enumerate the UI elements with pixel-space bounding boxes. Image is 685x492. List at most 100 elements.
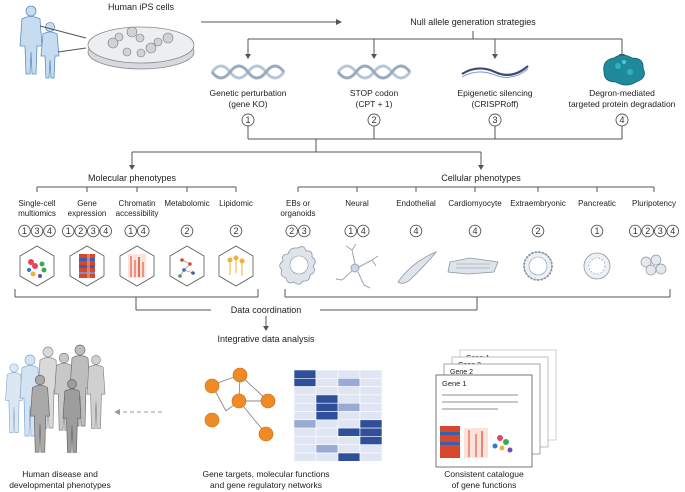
cellular-item-1-number-2: 3 — [298, 224, 311, 238]
expression-heatmap-icon — [79, 254, 95, 278]
svg-text:1: 1 — [22, 226, 27, 236]
matrix-cell — [315, 386, 339, 396]
multiomics-scatter-icon — [27, 259, 47, 278]
matrix-cell — [359, 452, 383, 462]
cellular-label-1b: organoids — [280, 209, 315, 218]
cardiomyocyte-icon — [447, 257, 499, 275]
cellular-item-4-number-1: 4 — [468, 224, 482, 238]
molecular-label-3a: Chromatin — [119, 199, 156, 208]
molecular-item-2-number-3: 3 — [86, 224, 100, 238]
svg-text:1: 1 — [245, 115, 250, 125]
disease-label-1: Human disease and — [22, 469, 98, 479]
degron-protein-icon — [603, 54, 645, 86]
molecular-item-1-number-1: 1 — [18, 224, 31, 238]
integrative-analysis-label: Integrative data analysis — [217, 334, 315, 344]
matrix-cell — [315, 369, 339, 379]
coordination-lines — [14, 289, 671, 331]
lipid-icon — [227, 255, 245, 276]
matrix-cell — [315, 444, 339, 454]
molecular-item-2-number-4: 4 — [99, 224, 112, 238]
ips-cells-label: Human iPS cells — [108, 2, 175, 12]
svg-text:2: 2 — [78, 226, 83, 236]
svg-text:3: 3 — [91, 226, 96, 236]
matrix-cell — [359, 386, 383, 396]
cellular-label-2: Neural — [345, 199, 369, 208]
molecular-item-3-number-2: 4 — [136, 224, 150, 238]
strategy-2-line2: (CPT + 1) — [356, 99, 393, 109]
matrix-cell — [293, 369, 317, 379]
molecular-label-1a: Single-cell — [19, 199, 56, 208]
svg-text:4: 4 — [141, 226, 146, 236]
endothelial-cell-icon — [397, 251, 438, 284]
strategy-1-line1: Genetic perturbation — [209, 88, 286, 98]
svg-text:1: 1 — [633, 226, 638, 236]
svg-text:4: 4 — [47, 226, 52, 236]
matrix-cell — [315, 419, 339, 429]
organoid-icon — [279, 246, 316, 285]
svg-text:4: 4 — [103, 226, 108, 236]
molecular-item-1-number-3: 4 — [43, 224, 56, 238]
cellular-item-2-number-2: 4 — [357, 224, 370, 238]
cellular-item-7-number-4: 4 — [666, 224, 680, 238]
svg-text:4: 4 — [472, 226, 477, 236]
matrix-cell — [359, 411, 383, 421]
strategy-drops — [245, 39, 625, 59]
strategy-number-3: 3 — [488, 113, 502, 127]
cellular-labels: EBs or organoids Neural Endothelial Card… — [280, 199, 676, 218]
molecular-label-2b: expression — [68, 209, 107, 218]
person-silhouette-6 — [86, 355, 106, 429]
matrix-cell — [337, 419, 361, 429]
catalogue-label-1: Consistent catalogue — [444, 469, 524, 479]
matrix-cell — [315, 411, 339, 421]
disease-label-2: developmental phenotypes — [9, 480, 111, 490]
catalogue-label-2: of gene functions — [452, 480, 517, 490]
matrix-cell — [359, 444, 383, 454]
matrix-cell — [337, 394, 361, 404]
strategies-title: Null allele generation strategies — [410, 17, 536, 27]
matrix-cell — [337, 377, 361, 387]
neural-cell-icon — [335, 243, 379, 289]
molecular-item-5-number-1: 2 — [229, 224, 243, 238]
matrix-cell — [293, 377, 317, 387]
svg-text:2: 2 — [289, 226, 294, 236]
matrix-cell — [315, 452, 339, 462]
matrix-cell — [337, 369, 361, 379]
svg-text:4: 4 — [619, 115, 624, 125]
matrix-cell — [315, 402, 339, 412]
cellular-item-3-number-1: 4 — [409, 224, 423, 238]
person-silhouette-8 — [62, 379, 82, 453]
chromatin-tracks-icon — [128, 254, 146, 278]
strategy-4-line1: Degron-mediated — [589, 88, 655, 98]
gene-network-icon — [204, 367, 276, 442]
molecular-item-2-number-1: 1 — [62, 224, 75, 238]
merge-lines — [129, 126, 623, 170]
cellular-item-6-number-1: 1 — [590, 224, 604, 238]
svg-text:1: 1 — [348, 226, 353, 236]
matrix-cell — [315, 394, 339, 404]
strategy-3-line1: Epigenetic silencing — [457, 88, 532, 98]
matrix-cell — [359, 436, 383, 445]
svg-text:3: 3 — [302, 226, 307, 236]
cellular-label-1a: EBs or — [286, 199, 310, 208]
cellular-item-1-number-1: 2 — [285, 224, 299, 238]
molecular-items: Single-cell multiomics Gene expression C… — [18, 199, 253, 218]
matrix-cell — [337, 427, 361, 437]
strategy-3-line2: (CRISPRoff) — [471, 99, 518, 109]
matrix-cell — [337, 402, 361, 412]
dna-helix-icon-2 — [336, 64, 412, 80]
matrix-cell — [337, 411, 361, 421]
svg-text:2: 2 — [535, 226, 540, 236]
strategy-number-2: 2 — [367, 113, 381, 127]
silencing-strand-icon — [461, 65, 529, 78]
matrix-cell — [337, 386, 361, 396]
matrix-cell — [293, 427, 317, 437]
metabolite-network-icon — [178, 258, 195, 278]
gene-catalogue-stack: Gene 4 Gene 3 Gene 2 Gene 1 — [435, 349, 557, 468]
pluripotency-cluster-icon — [640, 254, 667, 276]
matrix-cell — [359, 402, 383, 412]
molecular-label-4a: Metabolomic — [164, 199, 209, 208]
gene-1-label: Gene 1 — [442, 379, 467, 388]
molecular-item-3-number-1: 1 — [124, 224, 137, 238]
